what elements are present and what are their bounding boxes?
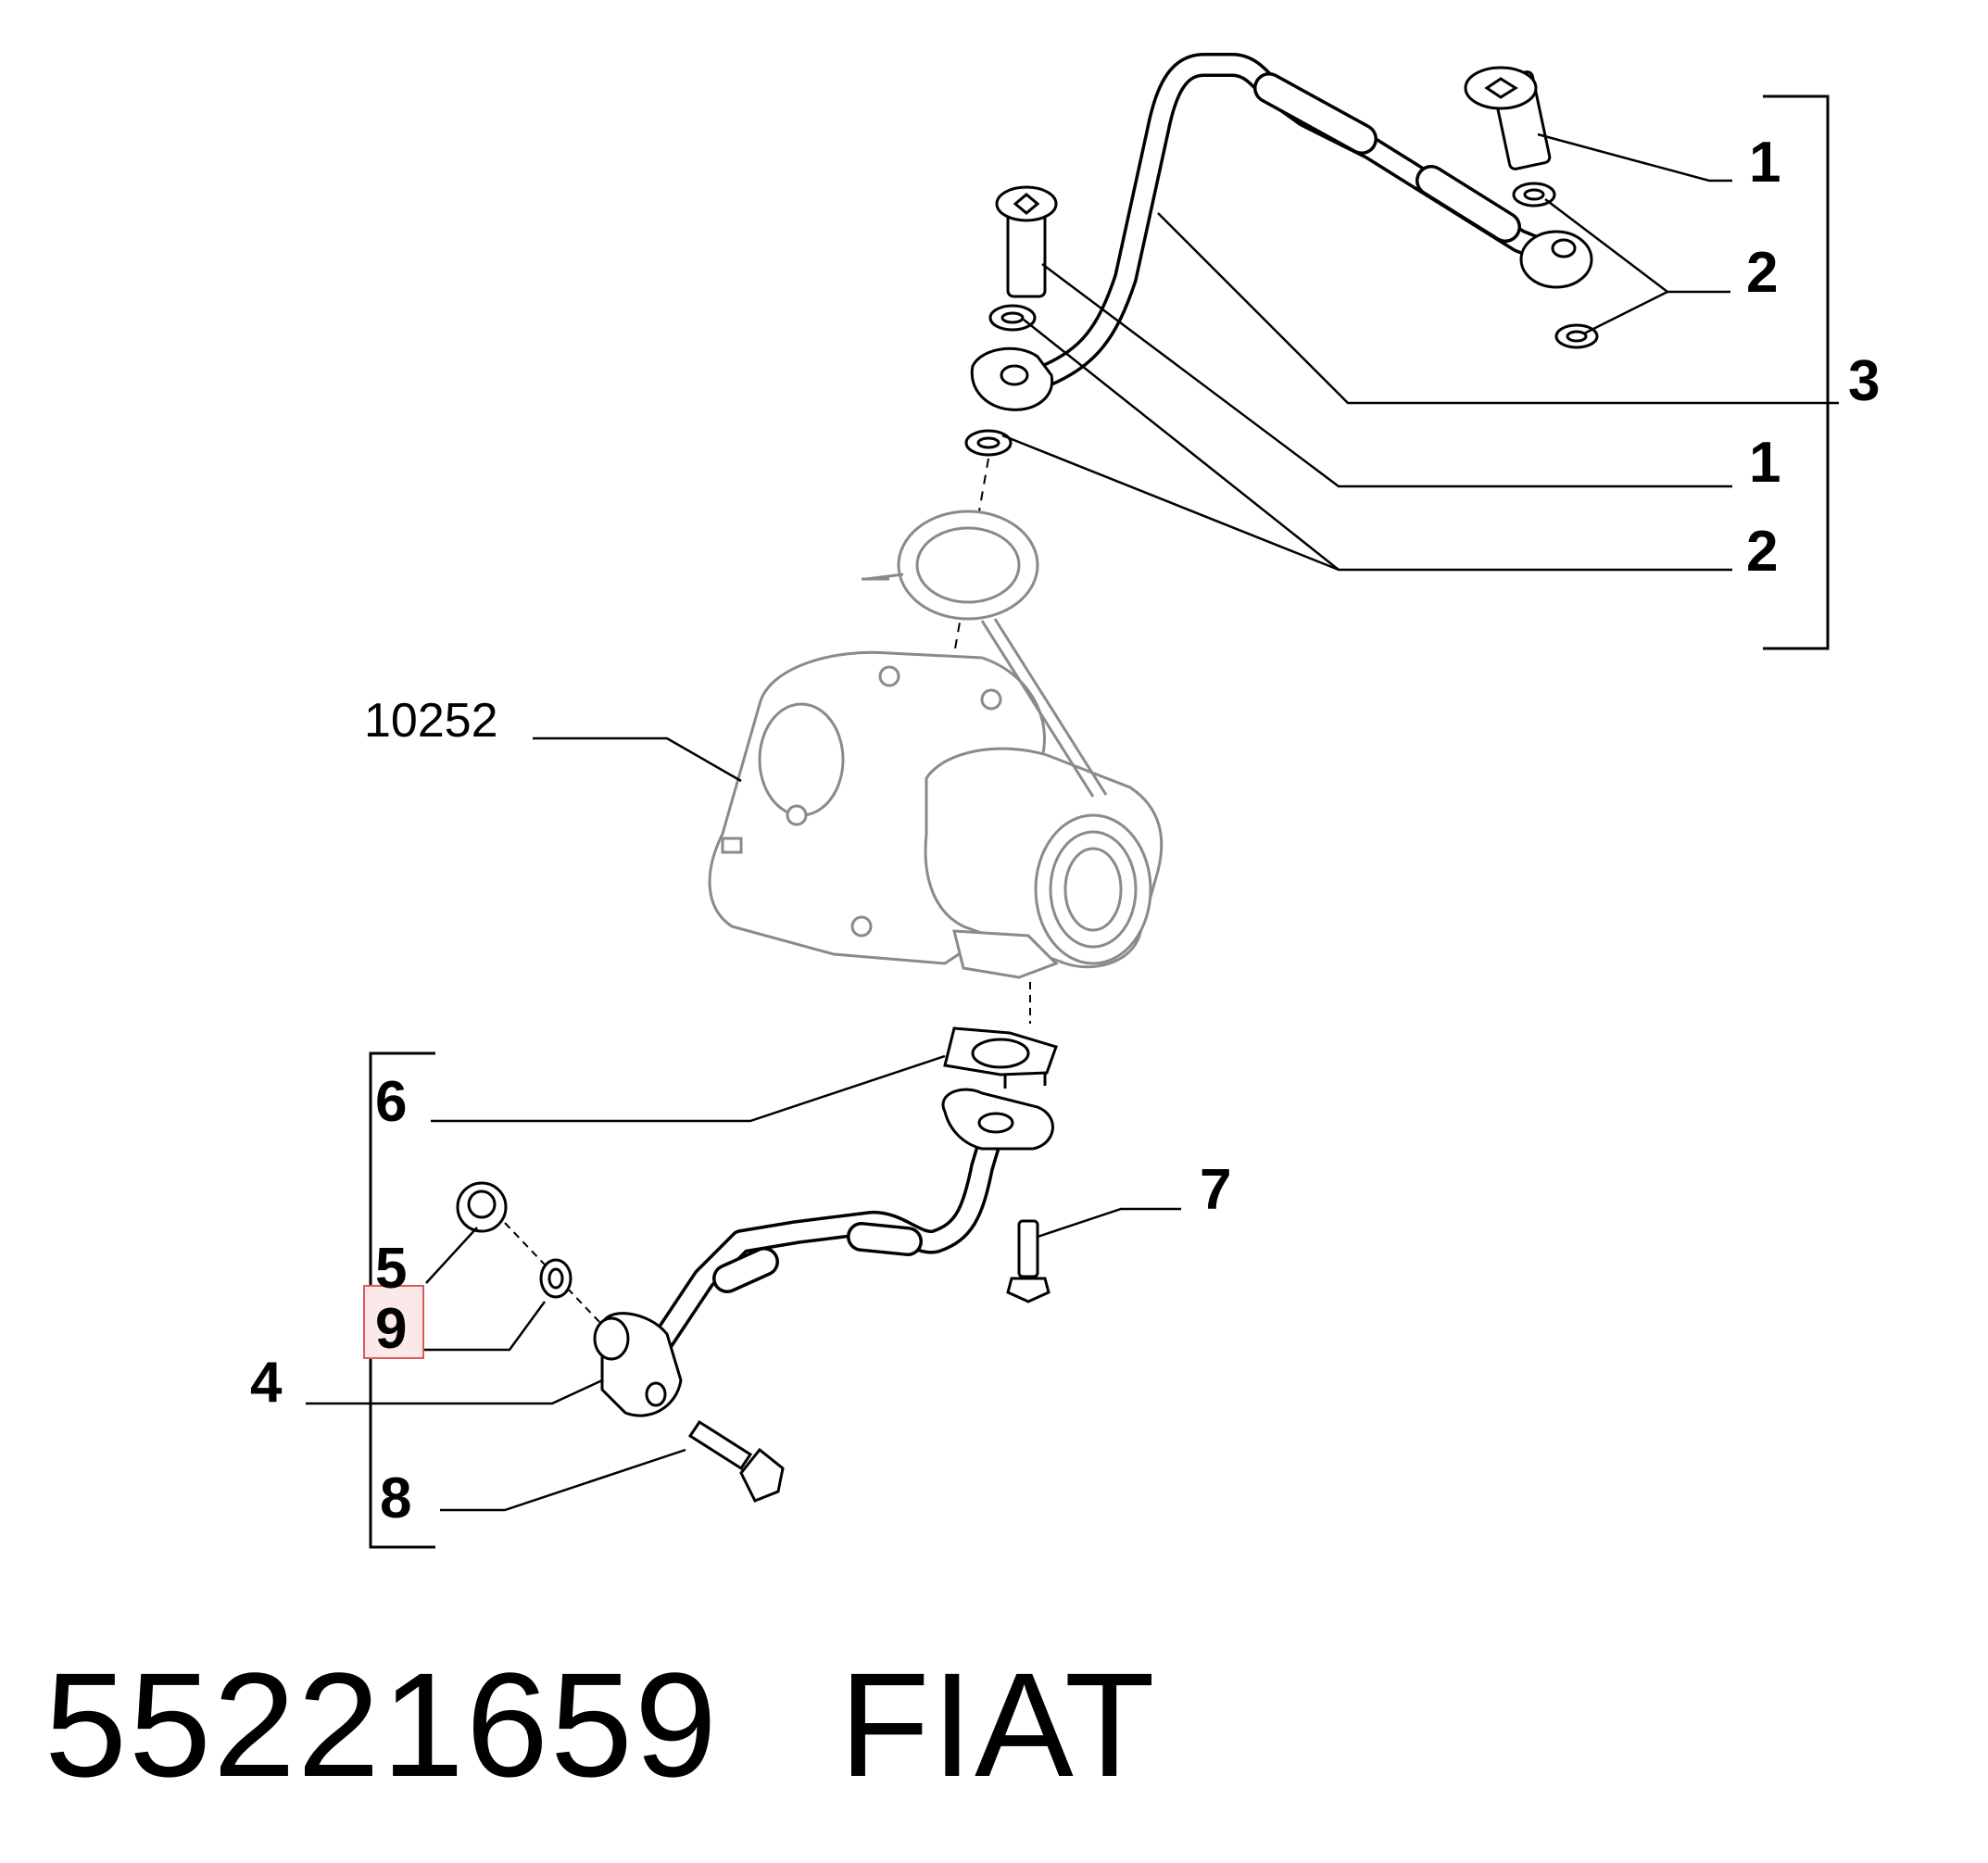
- washer-highlighted-part: [539, 1258, 572, 1299]
- gasket: [943, 1026, 1058, 1089]
- label-bolt-8: 8: [380, 1466, 411, 1530]
- flange-bolt: [1006, 1219, 1051, 1303]
- turbocharger: [708, 510, 1164, 979]
- brand-name: FIAT: [838, 1642, 1157, 1807]
- label-washer-9: 9: [375, 1297, 407, 1361]
- label-bolt-7: 7: [1200, 1158, 1231, 1222]
- banjo-fitting-left: [970, 346, 1054, 411]
- label-top-bolt-1: 1: [1749, 131, 1780, 195]
- top-bracket: [1763, 94, 1830, 650]
- washer-top-right-upper: [1512, 182, 1556, 208]
- banjo-bolt-top-right: [1464, 66, 1552, 170]
- label-fitting-5: 5: [375, 1237, 407, 1301]
- oil-return-pipe: [646, 1118, 1005, 1360]
- fitting-nut: [456, 1181, 508, 1233]
- callout-labels: 1 2 3 1 2 10252 6 7 5 9 4 8: [250, 131, 1880, 1530]
- banjo-fitting-right: [1519, 230, 1593, 289]
- leader-lines: [306, 132, 1839, 1512]
- return-pipe-flange: [941, 1088, 1054, 1151]
- banjo-bolt-left: [995, 185, 1058, 298]
- label-pipe-3: 3: [1848, 349, 1880, 413]
- oil-feed-pipe: [1035, 53, 1578, 387]
- part-number: 55221659: [44, 1642, 719, 1807]
- label-pipe-4: 4: [250, 1351, 283, 1415]
- label-mid-washer-2: 2: [1746, 520, 1778, 584]
- highlight-box: [363, 1285, 424, 1359]
- washer-top-right-lower: [1554, 323, 1599, 349]
- return-pipe-fitting: [593, 1312, 683, 1417]
- banjo-bolt-lower: [687, 1419, 785, 1503]
- label-mid-bolt-1: 1: [1749, 431, 1780, 495]
- label-top-washer-2: 2: [1746, 241, 1778, 305]
- footer-caption: 55221659 FIAT: [44, 1640, 1157, 1810]
- washer-left-upper: [988, 304, 1037, 332]
- label-gasket-6: 6: [375, 1070, 407, 1134]
- label-turbo-ref: 10252: [364, 694, 498, 748]
- washer-left-lower: [964, 429, 1013, 457]
